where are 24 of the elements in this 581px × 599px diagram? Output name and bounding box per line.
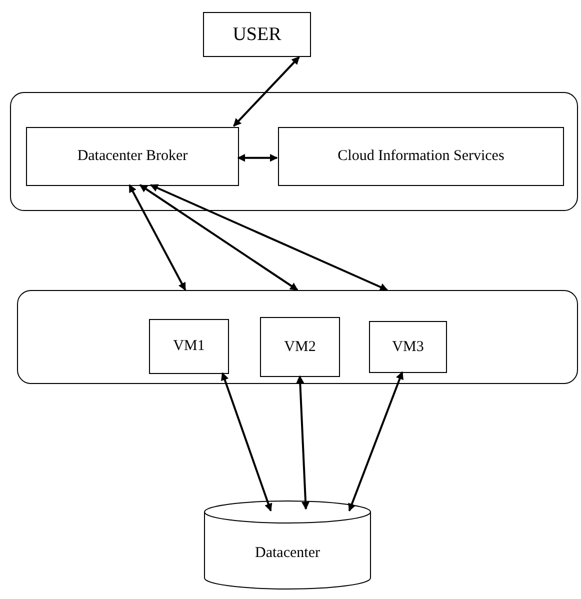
node-label: Cloud Information Services bbox=[338, 147, 504, 166]
process-box bbox=[260, 317, 340, 377]
double-arrow bbox=[128, 184, 186, 291]
double-arrow bbox=[139, 184, 298, 291]
node-label: Datacenter bbox=[255, 544, 320, 562]
double-arrow bbox=[348, 371, 404, 512]
double-arrow bbox=[296, 375, 310, 510]
double-arrow bbox=[150, 184, 388, 291]
database-cylinder bbox=[204, 500, 371, 590]
double-arrow bbox=[221, 372, 272, 512]
node-label: VM1 bbox=[173, 337, 205, 356]
rounded-panel bbox=[10, 92, 578, 211]
rounded-panel bbox=[17, 290, 578, 384]
double-arrow bbox=[233, 56, 300, 127]
double-arrow bbox=[237, 154, 278, 162]
process-box bbox=[203, 12, 311, 57]
node-label: VM2 bbox=[284, 338, 316, 356]
node-label: Datacenter Broker bbox=[77, 147, 188, 166]
node-label: USER bbox=[232, 22, 282, 46]
node-label: VM3 bbox=[392, 338, 424, 356]
process-box bbox=[369, 321, 447, 373]
process-box bbox=[149, 319, 229, 374]
process-box bbox=[278, 127, 564, 186]
process-box bbox=[26, 127, 239, 186]
